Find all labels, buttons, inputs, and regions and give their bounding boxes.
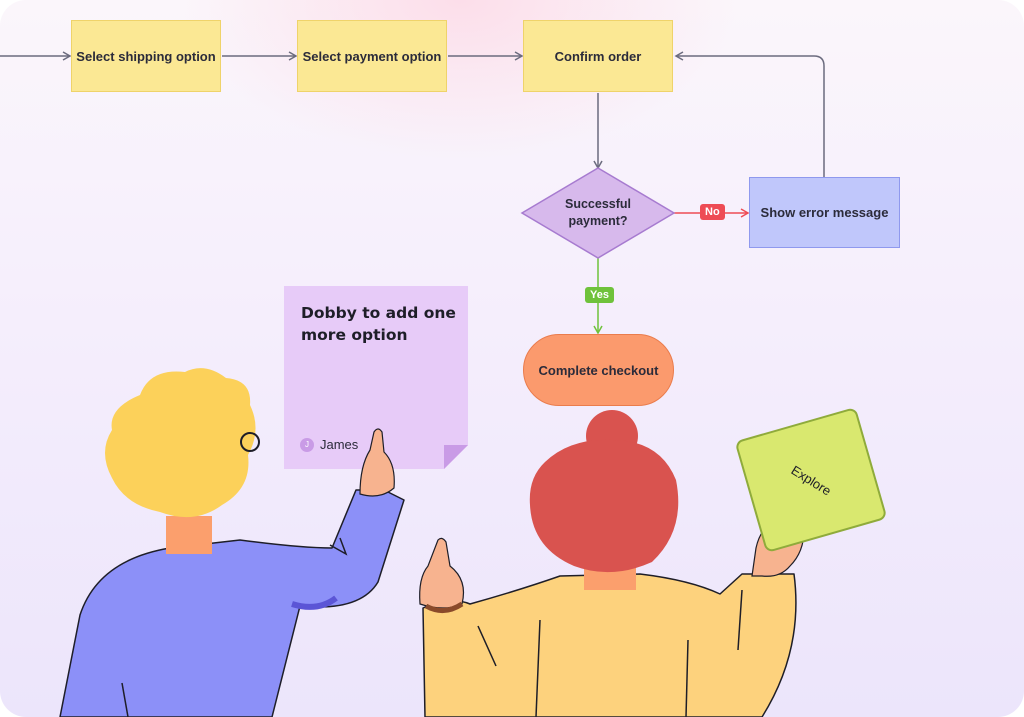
- edge-label-no: No: [700, 204, 725, 220]
- node-complete-checkout[interactable]: Complete checkout: [523, 334, 674, 406]
- explore-card-label: Explore: [788, 461, 834, 499]
- node-select-payment-label: Select payment option: [302, 48, 442, 64]
- node-confirm-order[interactable]: Confirm order: [523, 20, 673, 92]
- node-show-error-label: Show error message: [760, 205, 889, 220]
- node-show-error[interactable]: Show error message: [749, 177, 900, 248]
- edge-label-yes: Yes: [585, 287, 614, 303]
- node-select-payment[interactable]: Select payment option: [297, 20, 447, 92]
- node-confirm-order-label: Confirm order: [554, 48, 642, 64]
- author-avatar: J: [300, 437, 314, 452]
- decision-diamond[interactable]: [520, 167, 676, 259]
- node-select-shipping-label: Select shipping option: [76, 48, 216, 64]
- person-blond-hair-purple-shirt: [59, 368, 405, 717]
- sticky-note-author: J James: [300, 437, 358, 452]
- sticky-note-text: Dobby to add one more option: [301, 304, 456, 344]
- decision-label: Successful payment?: [564, 197, 631, 228]
- author-name: James: [320, 437, 359, 452]
- node-complete-checkout-label: Complete checkout: [538, 362, 659, 378]
- person-red-bun-yellow-shirt: [419, 410, 805, 717]
- node-select-shipping[interactable]: Select shipping option: [71, 20, 221, 92]
- edge-error-to-confirm: [674, 51, 825, 177]
